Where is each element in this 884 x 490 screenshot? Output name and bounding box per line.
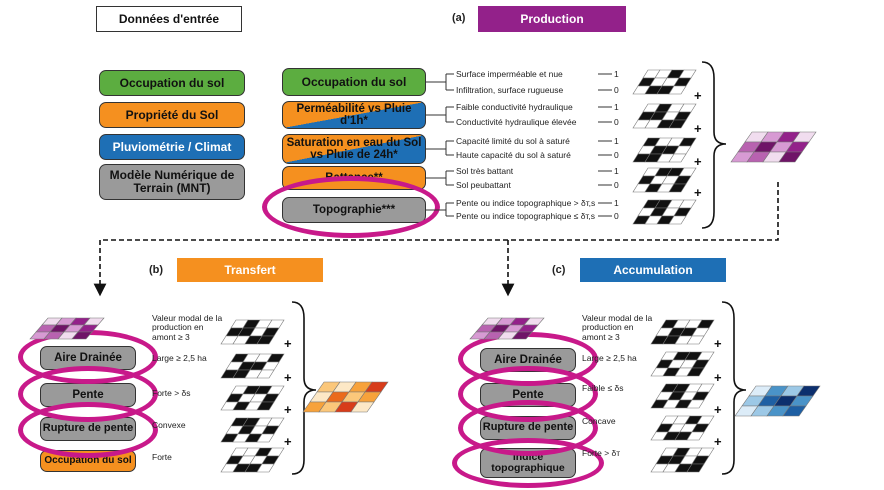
production-criterion-4b: Sol peubattant — [456, 180, 511, 190]
accumulation-criterion-grid — [650, 415, 715, 441]
production-value-1b: 0 — [614, 85, 619, 95]
production-criterion-3a: Capacité limité du sol à saturé — [456, 136, 570, 146]
highlight-ring-topographie — [262, 176, 440, 238]
accumulation-criterion-3: Faible ≤ δs — [582, 383, 624, 393]
input-pluviometrie-climat: Pluviométrie / Climat — [99, 134, 245, 160]
transfer-criterion-3: Forte > δs — [152, 388, 191, 398]
plus-sign: + — [284, 402, 292, 417]
transfer-criterion-4: Convexe — [152, 420, 186, 430]
accumulation-criterion-grid — [650, 383, 715, 409]
production-factor-permeabilite: Perméabilité vs Pluie d'1h* — [282, 101, 426, 129]
production-criterion-grid — [632, 167, 697, 193]
transfer-criterion-grid — [220, 353, 285, 379]
production-value-5b: 0 — [614, 211, 619, 221]
accumulation-tag: (c) — [552, 264, 566, 276]
input-propriete-du-sol: Propriété du Sol — [99, 102, 245, 128]
production-value-1a: 1 — [614, 69, 619, 79]
transfer-tag: (b) — [149, 264, 164, 276]
transfer-input-grid — [29, 317, 105, 340]
plus-sign: + — [284, 336, 292, 351]
accumulation-criterion-4: Concave — [582, 416, 616, 426]
highlight-ring-indice-topo — [452, 438, 604, 488]
plus-sign: + — [694, 185, 702, 200]
accumulation-criterion-grid — [650, 319, 715, 345]
input-occupation-du-sol: Occupation du sol — [99, 70, 245, 96]
plus-sign: + — [714, 402, 722, 417]
accumulation-criterion-2: Large ≥ 2,5 ha — [582, 353, 637, 363]
production-value-3b: 0 — [614, 150, 619, 160]
transfer-criterion-grid — [220, 447, 285, 473]
transfer-criterion-5: Forte — [152, 452, 172, 462]
transfer-criterion-1: Valeur modal de la production en amont ≥… — [152, 313, 223, 342]
transfer-brace — [291, 301, 317, 475]
accumulation-criterion-5: Forte > δт — [582, 448, 621, 458]
plus-sign: + — [694, 154, 702, 169]
production-value-5a: 1 — [614, 198, 619, 208]
production-value-2b: 0 — [614, 117, 619, 127]
plus-sign: + — [714, 370, 722, 385]
transfer-header: Transfert — [177, 258, 323, 282]
accumulation-brace — [721, 301, 747, 475]
production-criterion-1b: Infiltration, surface rugueuse — [456, 85, 564, 95]
production-criterion-5b: Pente ou indice topographique ≤ δт,s — [456, 211, 595, 221]
production-factor-saturation: Saturation en eau du Sol vs Pluie de 24h… — [282, 134, 426, 164]
transfer-criterion-2: Large ≥ 2,5 ha — [152, 353, 207, 363]
production-criterion-grid — [632, 199, 697, 225]
production-criterion-grid — [632, 69, 697, 95]
production-value-4b: 0 — [614, 180, 619, 190]
accumulation-criterion-grid — [650, 447, 715, 473]
production-criterion-4a: Sol très battant — [456, 166, 514, 176]
production-value-4a: 1 — [614, 166, 619, 176]
production-criterion-2b: Conductivité hydraulique élevée — [456, 117, 577, 127]
accumulation-input-grid — [469, 317, 545, 340]
transfer-criterion-grid — [220, 319, 285, 345]
plus-sign: + — [694, 88, 702, 103]
production-header: Production — [478, 6, 626, 32]
production-criterion-2a: Faible conductivité hydraulique — [456, 102, 573, 112]
plus-sign: + — [694, 121, 702, 136]
production-criterion-grid — [632, 103, 697, 129]
production-criterion-5a: Pente ou indice topographique > δт,s — [456, 198, 596, 208]
plus-sign: + — [714, 336, 722, 351]
production-factor-occupation: Occupation du sol — [282, 68, 426, 96]
inputs-header: Données d'entrée — [96, 6, 242, 32]
accumulation-header: Accumulation — [580, 258, 726, 282]
production-criterion-3b: Haute capacité du sol à saturé — [456, 150, 571, 160]
transfer-result-grid — [302, 381, 389, 413]
accumulation-criterion-1: Valeur modal de la production en amont ≥… — [582, 313, 653, 342]
plus-sign: + — [284, 370, 292, 385]
transfer-criterion-grid — [220, 417, 285, 443]
flow-dashed-line — [93, 182, 779, 297]
production-value-3a: 1 — [614, 136, 619, 146]
highlight-ring-rupture — [18, 402, 158, 458]
plus-sign: + — [284, 434, 292, 449]
production-result-grid — [730, 131, 817, 163]
production-criterion-grid — [632, 137, 697, 163]
production-brace — [701, 61, 727, 229]
production-tag: (a) — [452, 12, 466, 24]
plus-sign: + — [714, 434, 722, 449]
transfer-criterion-grid — [220, 385, 285, 411]
production-criterion-1a: Surface imperméable et nue — [456, 69, 563, 79]
accumulation-criterion-grid — [650, 351, 715, 377]
accumulation-result-grid — [734, 385, 821, 417]
input-mnt: Modèle Numérique de Terrain (MNT) — [99, 164, 245, 200]
production-value-2a: 1 — [614, 102, 619, 112]
